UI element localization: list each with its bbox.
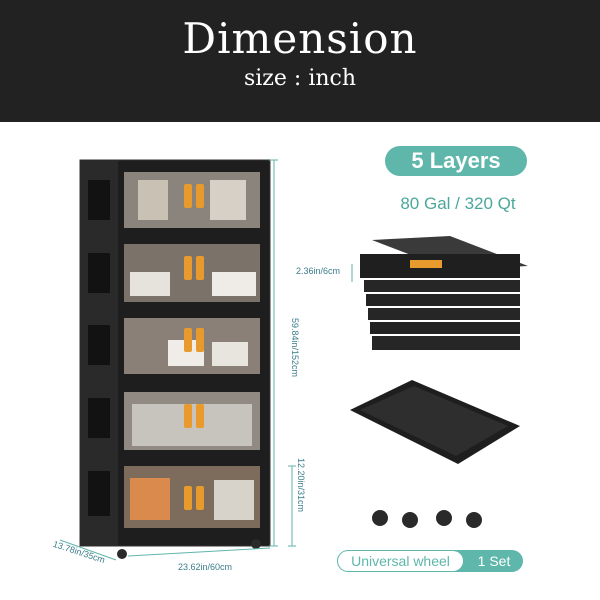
wheel-quantity: 1 Set xyxy=(477,553,511,569)
page-title: Dimension xyxy=(182,14,418,63)
height-layer-label: 12.20in/31cm xyxy=(296,458,306,513)
layers-badge: 5 Layers xyxy=(385,146,527,176)
wheel-pill: Universal wheel 1 Set xyxy=(337,550,523,572)
folded-stack xyxy=(360,236,528,350)
capacity-text: 80 Gal / 320 Qt xyxy=(400,194,516,213)
drawer-3 xyxy=(124,318,260,374)
page-subtitle: size : inch xyxy=(243,66,357,91)
fold-height-label: 2.36in/6cm xyxy=(296,266,341,276)
header-banner xyxy=(0,0,600,122)
height-total-label: 59.84in/152cm xyxy=(290,318,300,378)
drawer-1 xyxy=(124,172,260,228)
wheel-label: Universal wheel xyxy=(338,551,463,571)
drawer-4 xyxy=(124,392,260,450)
width-label: 23.62in/60cm xyxy=(178,562,233,572)
drawer-2 xyxy=(124,244,260,302)
drawer-5 xyxy=(124,466,260,528)
base-tray xyxy=(350,380,520,464)
wheel-set xyxy=(372,510,482,528)
